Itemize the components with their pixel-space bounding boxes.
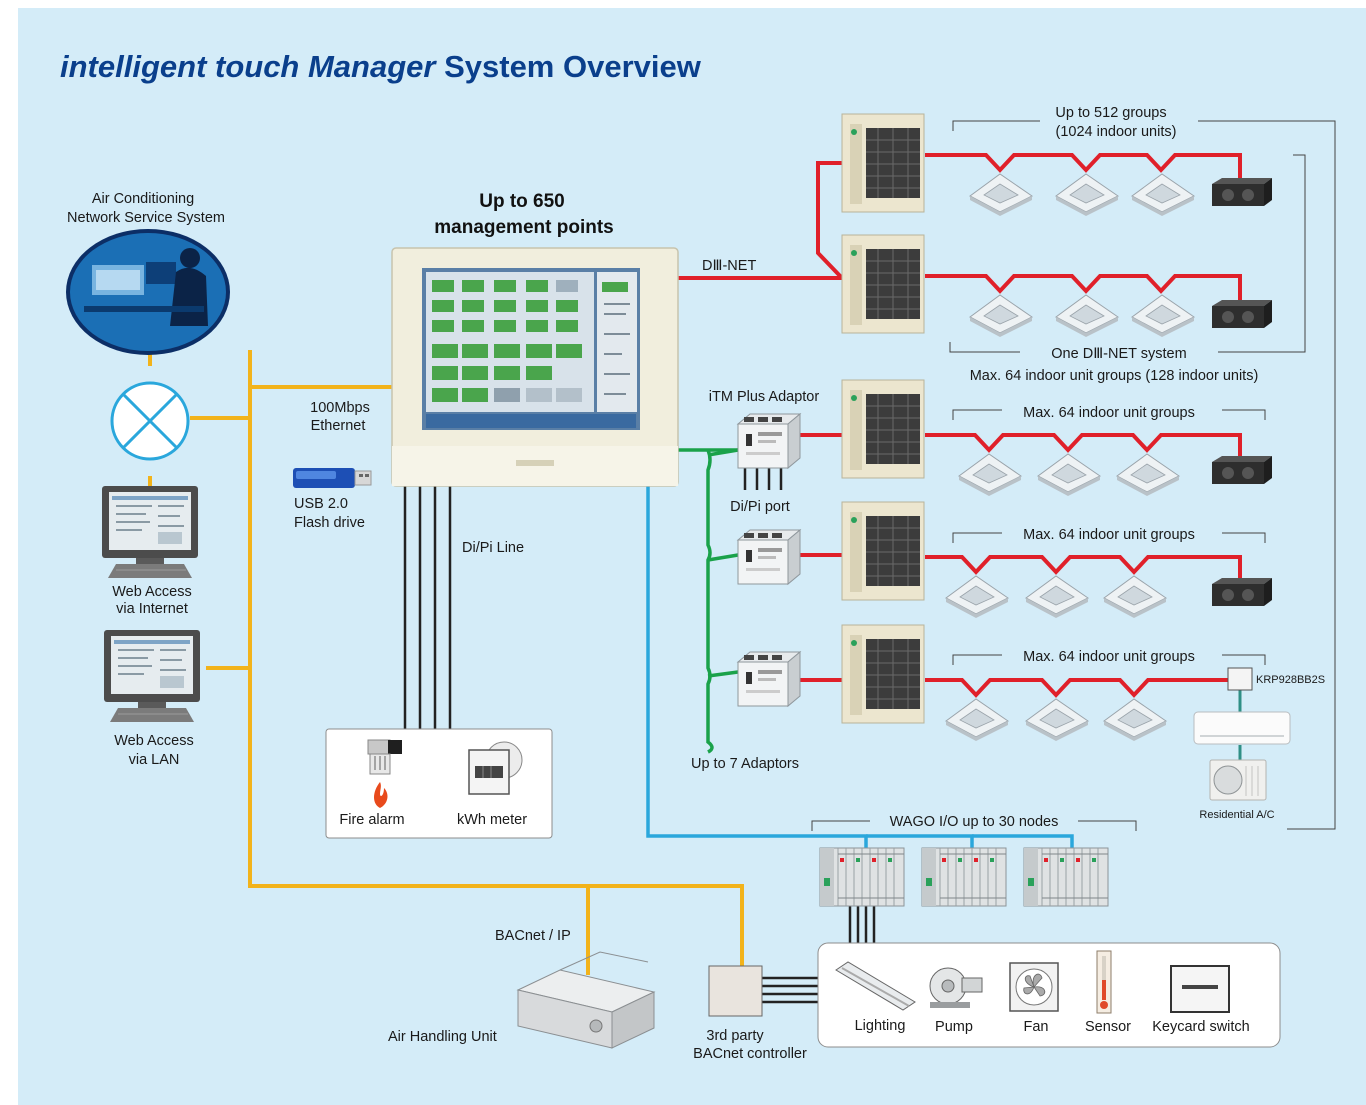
wago-device-keycard: Keycard switch (1152, 1019, 1250, 1035)
wago-device-sensor: Sensor (1085, 1019, 1131, 1035)
cassette-unit-icon (1131, 173, 1195, 217)
ethernet-label-line1: 100Mbps (310, 400, 370, 416)
group-brackets (811, 120, 1336, 831)
outdoor-unit-icon (841, 501, 925, 601)
usb-label-line1: USB 2.0 (294, 496, 348, 512)
adaptor-icon (737, 529, 801, 585)
adaptor-group-label-1: Max. 64 indoor unit groups (1023, 405, 1195, 421)
cassette-unit-icon (1055, 294, 1119, 338)
residential-label: Residential A/C (1199, 809, 1274, 821)
controller-screen-icon (391, 247, 679, 487)
adaptor-icon (737, 413, 801, 469)
web-lan-label-line2: via LAN (129, 752, 180, 768)
wago-device-lighting: Lighting (855, 1018, 906, 1034)
kwh-meter-label: kWh meter (457, 812, 527, 828)
outdoor-unit-icon (841, 113, 925, 213)
cassette-unit-icon (1055, 173, 1119, 217)
usb-drive-icon (293, 468, 372, 488)
adaptor-max-label: Up to 7 Adaptors (691, 756, 799, 772)
fire-alarm-label: Fire alarm (339, 812, 404, 828)
adaptor-label: iTM Plus Adaptor (709, 389, 820, 405)
system-label-line2: Max. 64 indoor unit groups (128 indoor u… (970, 368, 1259, 384)
adaptor-bus-wiring (678, 448, 739, 754)
wago-wiring (646, 486, 1074, 848)
dipi-line-wiring (403, 468, 876, 1004)
hub-icon (110, 381, 190, 461)
dnet-wiring (678, 153, 1242, 698)
duct-unit-icon (1212, 300, 1272, 328)
dipi-port-label: Di/Pi port (730, 499, 790, 515)
cassette-unit-icon (1025, 698, 1089, 742)
cassette-unit-icon (958, 453, 1022, 497)
cassette-unit-icon (969, 173, 1033, 217)
sensor-icon (1096, 950, 1112, 1014)
pump-icon (929, 967, 983, 1008)
usb-label-line2: Flash drive (294, 515, 365, 531)
cassette-unit-icon (1103, 698, 1167, 742)
cassette-unit-icon (1103, 575, 1167, 619)
bacnet-controller-line1: 3rd party (706, 1028, 764, 1044)
outdoor-unit-icon (841, 624, 925, 724)
page-title: intelligent touch Manager System Overvie… (60, 49, 701, 85)
cassette-unit-icon (945, 698, 1009, 742)
wago-module-icon (921, 847, 1007, 907)
top-groups-line1: Up to 512 groups (1055, 105, 1166, 121)
lighting-icon (835, 961, 916, 1011)
top-groups-line2: (1024 indoor units) (1056, 124, 1177, 140)
ahu-label: Air Handling Unit (388, 1029, 497, 1045)
computer-icon (103, 629, 201, 723)
wago-module-icon (819, 847, 905, 907)
cassette-unit-icon (1037, 453, 1101, 497)
ethernet-wiring (148, 335, 744, 975)
headline-line2: management points (434, 217, 613, 238)
cassette-unit-icon (945, 575, 1009, 619)
fan-icon (1009, 962, 1059, 1012)
residential-adaptor-icon (1227, 667, 1253, 691)
outdoor-unit-icon (841, 234, 925, 334)
web-internet-label-line1: Web Access (112, 584, 192, 600)
residential-adaptor-label: KRP928BB2S (1256, 674, 1325, 686)
headline-line1: Up to 650 (479, 191, 565, 212)
cassette-unit-icon (1131, 294, 1195, 338)
keycard-icon (1170, 965, 1230, 1013)
globe-icon (66, 229, 230, 355)
cassette-unit-icon (1025, 575, 1089, 619)
dnet-label: DⅢ-NET (702, 258, 756, 274)
kwh-meter-icon (468, 741, 523, 795)
title-italic: intelligent touch Manager (60, 49, 436, 84)
wall-unit-icon (1193, 711, 1291, 745)
residential-outdoor-icon (1209, 759, 1267, 801)
wago-device-pump: Pump (935, 1019, 973, 1035)
duct-unit-icon (1212, 456, 1272, 484)
service-label-line2: Network Service System (67, 210, 225, 226)
duct-unit-icon (1212, 178, 1272, 206)
service-label-line1: Air Conditioning (92, 191, 194, 207)
web-internet-label-line2: via Internet (116, 601, 188, 617)
adaptor-group-label-2: Max. 64 indoor unit groups (1023, 527, 1195, 543)
outdoor-unit-icon (841, 379, 925, 479)
dipi-line-label: Di/Pi Line (462, 540, 524, 556)
bacnet-label: BACnet / IP (495, 928, 571, 944)
adaptor-group-label-3: Max. 64 indoor unit groups (1023, 649, 1195, 665)
adaptor-icon (737, 651, 801, 707)
ethernet-label-line2: Ethernet (311, 418, 366, 434)
duct-unit-icon (1212, 578, 1272, 606)
fire-alarm-icon (367, 739, 402, 808)
ahu-icon (516, 951, 656, 1049)
wago-device-fan: Fan (1024, 1019, 1049, 1035)
computer-icon (101, 485, 199, 579)
cassette-unit-icon (969, 294, 1033, 338)
bacnet-controller-line2: BACnet controller (693, 1046, 807, 1062)
web-lan-label-line1: Web Access (114, 733, 194, 749)
cassette-unit-icon (1116, 453, 1180, 497)
wago-label: WAGO I/O up to 30 nodes (890, 814, 1059, 830)
bacnet-controller-icon (708, 965, 763, 1017)
title-rest: System Overview (435, 49, 701, 84)
system-label-line1: One DⅢ-NET system (1051, 346, 1186, 362)
wago-module-icon (1023, 847, 1109, 907)
